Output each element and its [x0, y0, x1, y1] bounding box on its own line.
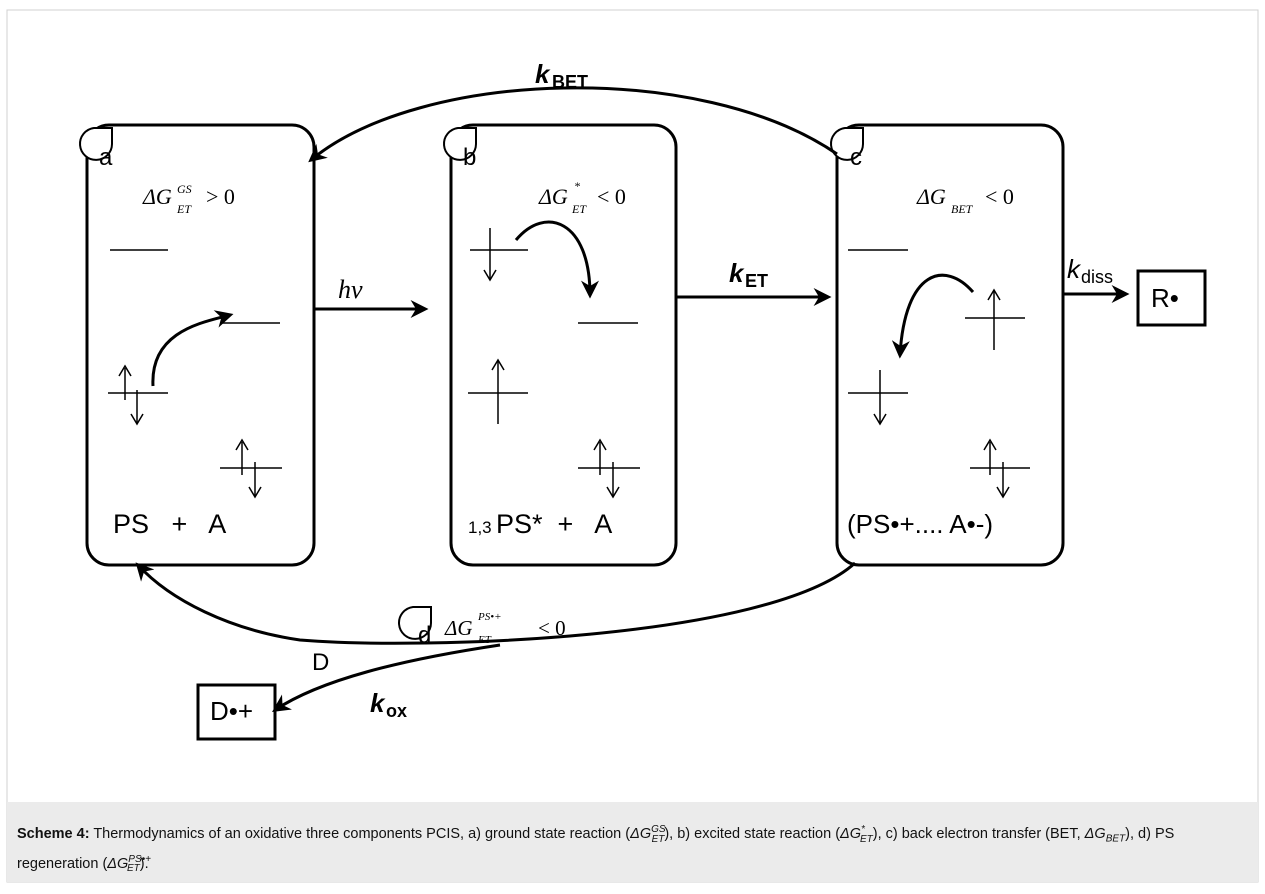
step-d-tag: d	[418, 622, 431, 649]
box-a-species: PS + A	[113, 509, 226, 539]
box-a-transfer-arrow	[151, 310, 234, 387]
svg-text:BET: BET	[951, 202, 974, 216]
svg-text:diss: diss	[1081, 267, 1113, 287]
box-a-tag-shape	[79, 127, 113, 161]
regeneration-arrow	[135, 561, 857, 645]
svg-text:PS•+: PS•+	[477, 611, 502, 623]
svg-text:< 0: < 0	[597, 184, 626, 209]
kox-arrow	[272, 643, 501, 712]
kox-label: k ox	[370, 688, 407, 721]
svg-text:< 0: < 0	[985, 184, 1014, 209]
caption-math-sub: BET	[1105, 833, 1126, 845]
svg-text:k: k	[729, 258, 745, 288]
caption-text: ).	[139, 855, 149, 872]
ket-label: k ET	[729, 258, 768, 291]
svg-text:ΔG: ΔG	[538, 184, 568, 209]
svg-text:ΔG: ΔG	[916, 184, 946, 209]
donor-label: D	[312, 649, 329, 676]
box-c-transfer-arrow	[891, 273, 975, 359]
caption-text: ), d) PS regeneration (	[17, 825, 1175, 872]
box-b-tag-shape	[443, 127, 477, 161]
svg-text:ΔG: ΔG	[444, 616, 473, 640]
svg-text:ET: ET	[477, 634, 492, 646]
box-b-species: PS* + A	[496, 509, 612, 539]
d-radical: D•+	[210, 696, 253, 726]
svg-text:ET: ET	[745, 271, 768, 291]
svg-text:< 0: < 0	[538, 616, 566, 640]
caption-math-sup: PS•+	[128, 853, 151, 865]
svg-text:k: k	[535, 59, 551, 89]
box-a-levels	[108, 249, 282, 499]
step-d-energy: ΔG PS•+ ET < 0	[444, 611, 566, 646]
box-a	[85, 123, 316, 567]
d-radical-box	[196, 683, 277, 741]
svg-text:> 0: > 0	[206, 184, 235, 209]
svg-text:ET: ET	[571, 202, 587, 216]
caption-math: ΔG	[630, 825, 652, 842]
caption-math: ΔG	[107, 855, 129, 872]
svg-text:BET: BET	[552, 72, 588, 92]
r-radical: R•	[1151, 283, 1179, 313]
step-d-tag-shape	[398, 606, 432, 640]
box-c-tag-shape	[830, 127, 864, 161]
outer-frame	[6, 9, 1259, 883]
box-c-energy: ΔG BET < 0	[916, 184, 1014, 216]
caption-math-sub: ET	[126, 863, 140, 875]
caption-math-sub: ET	[859, 833, 873, 845]
r-radical-box	[1136, 269, 1207, 327]
box-a-tag: a	[99, 144, 113, 171]
caption-math: ΔG	[1084, 825, 1106, 842]
kdiss-label: k diss	[1067, 254, 1113, 287]
caption-math-sub: ET	[651, 833, 665, 845]
svg-text:ox: ox	[386, 701, 407, 721]
box-b-species-sup: 1,3	[468, 518, 492, 537]
svg-text:k: k	[1067, 254, 1082, 284]
svg-text:ΔG: ΔG	[142, 184, 172, 209]
box-c-levels	[848, 249, 1030, 499]
svg-text:k: k	[370, 688, 386, 718]
box-c-tag: c	[850, 144, 862, 171]
caption-text: Thermodynamics of an oxidative three com…	[89, 825, 631, 842]
figure-caption: Scheme 4: Thermodynamics of an oxidative…	[7, 802, 1258, 882]
caption-math-sup: GS	[651, 824, 666, 835]
caption-math-sup: *	[861, 824, 865, 835]
svg-text:GS: GS	[177, 182, 192, 196]
box-c-species: (PS•+.... A•-)	[847, 509, 993, 539]
kbet-label: k BET	[535, 59, 588, 92]
hv-label: hν	[338, 275, 363, 304]
kbet-arrow	[308, 86, 838, 163]
caption-text: ), c) back electron transfer (BET,	[872, 825, 1085, 842]
box-b	[449, 123, 678, 567]
caption-text: ), b) excited state reaction (	[664, 825, 841, 842]
box-b-energy: ΔG * ET < 0	[538, 179, 626, 216]
box-b-transfer-arrow	[514, 220, 599, 299]
caption-math: ΔG	[840, 825, 862, 842]
caption-label: Scheme 4:	[17, 825, 90, 842]
box-b-tag: b	[463, 144, 476, 171]
box-b-levels	[468, 228, 640, 499]
box-a-energy: ΔG GS ET > 0	[142, 182, 235, 216]
box-c	[835, 123, 1065, 567]
svg-text:ET: ET	[176, 202, 192, 216]
svg-text:*: *	[574, 179, 580, 193]
